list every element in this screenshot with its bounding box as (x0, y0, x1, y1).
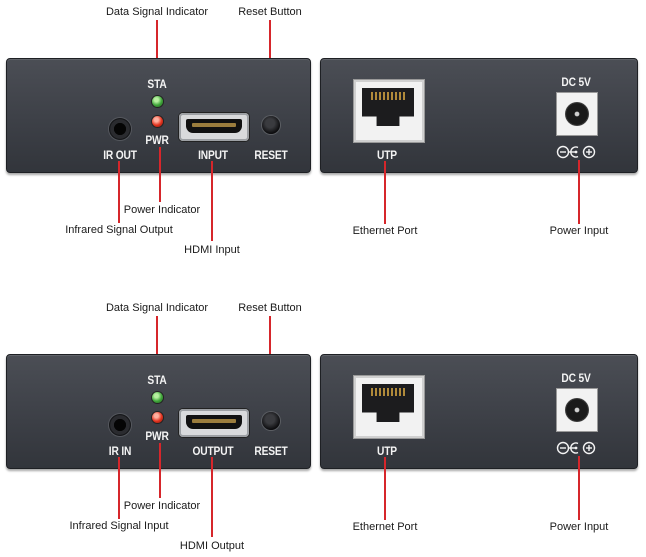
reset-button-callout: Reset Button (238, 6, 302, 18)
utp-label: UTP (377, 444, 397, 458)
hdmi-output-port (179, 409, 249, 437)
data-signal-indicator-callout: Data Signal Indicator (105, 6, 209, 18)
transmitter-section: Data Signal Indicator Reset Button STA P… (0, 0, 646, 260)
ir-line (118, 457, 120, 519)
reset-button (262, 116, 280, 134)
ethernet-port (353, 375, 425, 439)
pwr-label: PWR (145, 133, 169, 147)
power-indicator-line (159, 443, 161, 498)
infrared-callout: Infrared Signal Output (65, 224, 173, 236)
receiver-front-panel: STA PWR IR IN OUTPUT RESET (6, 354, 311, 469)
hdmi-callout: HDMI Output (179, 540, 245, 552)
hdmi-input-label: INPUT (198, 148, 228, 162)
power-input-callout: Power Input (549, 225, 609, 237)
utp-label: UTP (377, 148, 397, 162)
reset-label: RESET (254, 444, 288, 458)
reset-label: RESET (254, 148, 288, 162)
sta-led (152, 392, 163, 403)
infrared-callout: Infrared Signal Input (69, 520, 169, 532)
pwr-led (152, 116, 163, 127)
power-indicator-callout: Power Indicator (123, 500, 201, 512)
hdmi-output-label: OUTPUT (192, 444, 234, 458)
hdmi-callout: HDMI Input (184, 244, 240, 256)
hdmi-line (211, 457, 213, 537)
reset-button-callout: Reset Button (238, 302, 302, 314)
dc-socket (565, 398, 589, 422)
ethernet-port (353, 79, 425, 143)
dc-label: DC 5V (561, 75, 591, 89)
transmitter-front-panel: STA PWR IR OUT INPUT RESET (6, 58, 311, 173)
sta-label: STA (147, 373, 167, 387)
ethernet-line (384, 457, 386, 520)
data-signal-line (156, 20, 158, 78)
ethernet-pins (371, 388, 405, 396)
dc-label: DC 5V (561, 371, 591, 385)
dc-socket (565, 102, 589, 126)
hdmi-input-port (179, 113, 249, 141)
polarity-icon (556, 441, 596, 455)
data-signal-line (156, 316, 158, 374)
pwr-label: PWR (145, 429, 169, 443)
receiver-section: Data Signal Indicator Reset Button STA P… (0, 296, 646, 556)
ethernet-line (384, 161, 386, 224)
power-indicator-line (159, 147, 161, 202)
hdmi-socket (186, 119, 242, 133)
dc-power-jack (556, 92, 598, 136)
ethernet-callout: Ethernet Port (352, 521, 418, 533)
hdmi-socket (186, 415, 242, 429)
sta-label: STA (147, 77, 167, 91)
ir-line (118, 161, 120, 223)
ir-out-jack (109, 118, 131, 140)
data-signal-indicator-callout: Data Signal Indicator (105, 302, 209, 314)
receiver-rear-panel: UTP DC 5V (320, 354, 638, 469)
ethernet-pins (371, 92, 405, 100)
reset-button (262, 412, 280, 430)
transmitter-rear-panel: UTP DC 5V (320, 58, 638, 173)
ir-out-label: IR OUT (103, 148, 137, 162)
power-input-line (578, 456, 580, 520)
polarity-icon (556, 145, 596, 159)
pwr-led (152, 412, 163, 423)
hdmi-line (211, 161, 213, 241)
sta-led (152, 96, 163, 107)
ethernet-callout: Ethernet Port (352, 225, 418, 237)
power-input-line (578, 160, 580, 224)
power-indicator-callout: Power Indicator (123, 204, 201, 216)
ir-in-label: IR IN (108, 444, 132, 458)
dc-power-jack (556, 388, 598, 432)
ir-in-jack (109, 414, 131, 436)
power-input-callout: Power Input (549, 521, 609, 533)
